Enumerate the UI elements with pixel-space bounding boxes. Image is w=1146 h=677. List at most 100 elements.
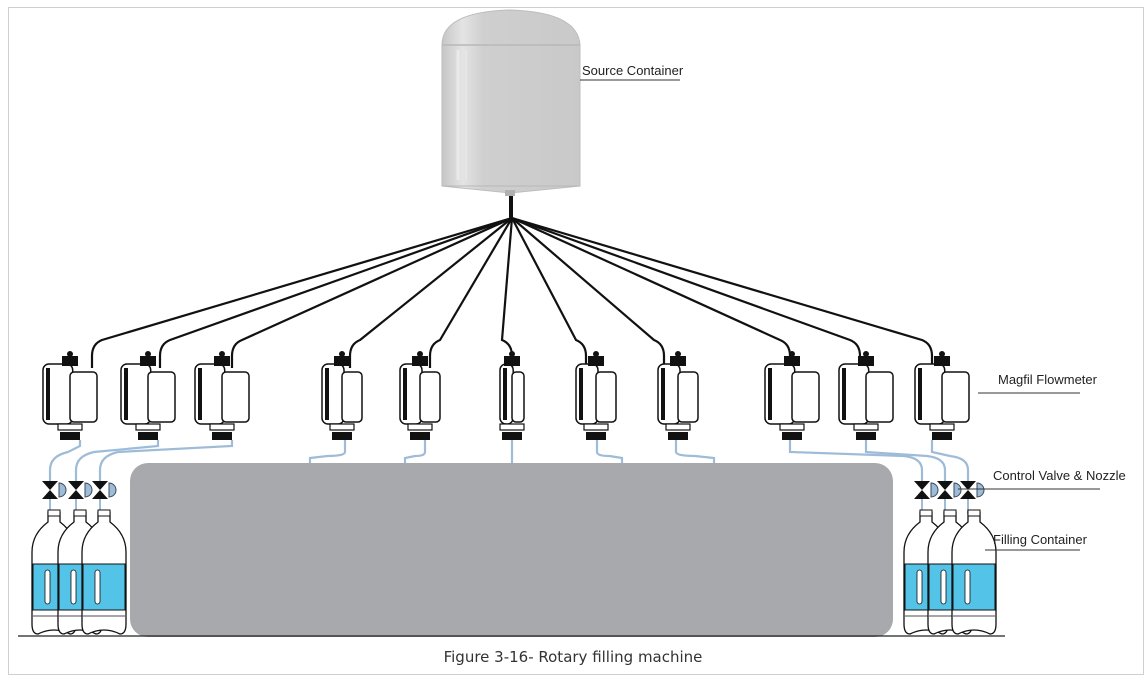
valve-body — [937, 481, 953, 499]
flowmeter-flange — [135, 423, 161, 431]
flowmeter-port — [219, 351, 225, 357]
flowmeter-edge — [325, 368, 329, 420]
outlet-pipe — [674, 440, 716, 463]
flowmeter-outlet — [668, 432, 688, 440]
source-container — [441, 9, 581, 218]
bottle-cap — [967, 509, 981, 517]
bottle-highlight — [94, 569, 101, 605]
bottle-label — [952, 563, 996, 611]
flowmeter-port — [789, 351, 795, 357]
filling-bottle — [81, 509, 127, 635]
flowmeter-sensor — [791, 371, 820, 423]
flowmeter-head — [334, 356, 350, 366]
flowmeter-sensor — [419, 371, 441, 423]
flowmeter-head — [504, 356, 520, 366]
outlet-pipe — [98, 440, 234, 486]
feed-pipe — [500, 217, 514, 368]
flowmeter-unit — [764, 351, 820, 440]
control-valve — [960, 481, 985, 514]
flowmeter-flange — [57, 423, 83, 431]
flowmeter-sensor — [595, 371, 617, 423]
valve-actuator — [84, 482, 93, 498]
feed-pipe — [348, 217, 513, 368]
outlet-pipe — [403, 440, 427, 463]
bottle-cap — [47, 509, 61, 517]
control-valve — [914, 481, 939, 514]
feed-pipe — [511, 217, 666, 368]
filling-container-label: Filling Container — [993, 532, 1087, 547]
flowmeter-head — [214, 356, 230, 366]
flowmeter-edge — [842, 368, 846, 420]
flowmeters — [42, 351, 970, 440]
figure-caption: Figure 3-16- Rotary filling machine — [443, 648, 703, 666]
valve-actuator — [976, 482, 985, 498]
flowmeter-sensor — [69, 371, 98, 423]
flowmeter-sensor — [341, 371, 363, 423]
flowmeter-edge — [661, 368, 665, 420]
bottle-highlight — [964, 569, 971, 605]
flowmeter-sensor — [147, 371, 176, 423]
flowmeter-port — [939, 351, 945, 357]
valve-body — [960, 481, 976, 499]
flowmeter-flange — [583, 423, 609, 431]
flowmeter-head — [858, 356, 874, 366]
flowmeter-flange — [407, 423, 433, 431]
flowmeter-outlet — [502, 432, 522, 440]
flowmeter-head — [784, 356, 800, 366]
outlet-pipe — [48, 440, 82, 486]
flowmeter-edge — [198, 368, 202, 420]
flowmeter-flange — [853, 423, 879, 431]
flowmeter-head — [934, 356, 950, 366]
flowmeter-edge — [46, 368, 50, 420]
filling-bottle — [951, 509, 997, 635]
flowmeter-edge — [579, 368, 583, 420]
flowmeter-flange — [329, 423, 355, 431]
flowmeter-outlet — [586, 432, 606, 440]
feed-pipe — [428, 217, 513, 368]
flowmeter-port — [509, 351, 515, 357]
flowmeter-flange — [929, 423, 955, 431]
valve-actuator — [58, 482, 67, 498]
control-valve — [68, 481, 93, 514]
flowmeter-head — [588, 356, 604, 366]
flowmeter-label: Magfil Flowmeter — [998, 372, 1097, 387]
flowmeter-sensor — [677, 371, 699, 423]
flowmeter-flange — [499, 423, 525, 431]
flowmeter-edge — [918, 368, 922, 420]
valve-actuator — [108, 482, 117, 498]
flowmeter-unit — [657, 351, 699, 440]
flowmeter-sensor — [221, 371, 250, 423]
flowmeter-head — [62, 356, 78, 366]
feed-pipe — [230, 216, 513, 368]
flowmeter-port — [67, 351, 73, 357]
valve-body — [68, 481, 84, 499]
feed-pipe — [90, 216, 513, 368]
flowmeter-flange — [209, 423, 235, 431]
source-container-label: Source Container — [582, 63, 684, 78]
bottle-highlight — [940, 569, 947, 605]
flowmeter-port — [417, 351, 423, 357]
outlet-pipes — [48, 440, 970, 486]
flowmeter-port — [675, 351, 681, 357]
flowmeter-head — [670, 356, 686, 366]
flowmeter-flange — [665, 423, 691, 431]
control-valve — [92, 481, 117, 514]
valve-actuator — [930, 482, 939, 498]
outlet-pipe — [308, 440, 347, 463]
flowmeter-outlet — [932, 432, 952, 440]
feed-pipes — [90, 216, 934, 368]
feed-pipe — [511, 216, 862, 368]
flowmeter-outlet — [332, 432, 352, 440]
control-valve — [42, 481, 67, 514]
flowmeter-outlet — [138, 432, 158, 440]
bottle-highlight — [70, 569, 77, 605]
outlet-pipe — [595, 440, 624, 463]
bottle-liquid — [83, 564, 125, 610]
valve-body — [42, 481, 58, 499]
flowmeter-outlet — [60, 432, 80, 440]
flowmeter-sensor — [941, 371, 970, 423]
flowmeter-edge — [124, 368, 128, 420]
rotary-carousel — [130, 463, 893, 637]
flowmeter-edge — [768, 368, 772, 420]
bottle-cap — [97, 509, 111, 517]
